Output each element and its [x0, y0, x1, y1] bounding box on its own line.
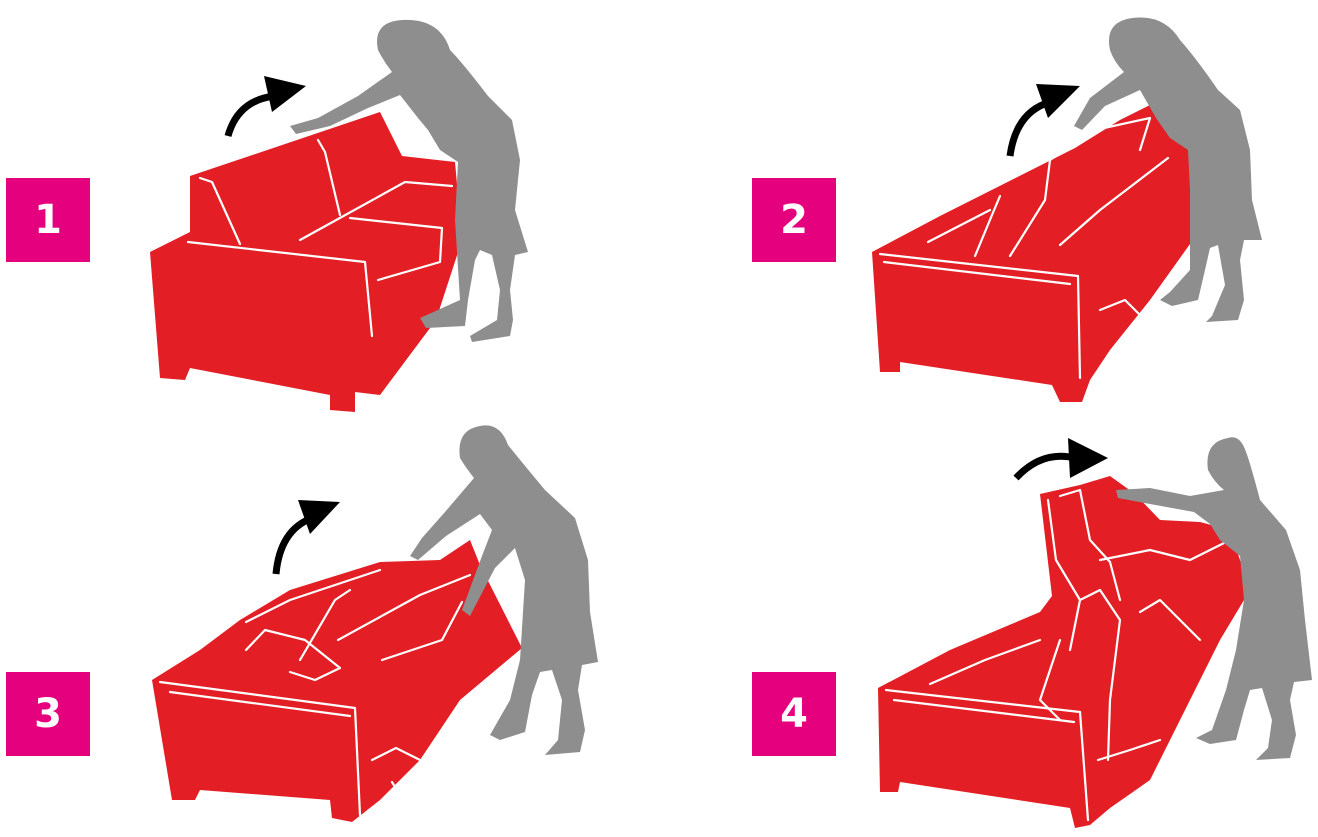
curved-arrow-icon: [224, 76, 306, 138]
step-2-illustration: [872, 17, 1262, 402]
step-1-badge: 1: [6, 178, 90, 262]
sofa-icon: [878, 476, 1250, 828]
curved-arrow-icon: [1013, 438, 1108, 481]
step-4-badge: 4: [752, 672, 836, 756]
step-2-badge: 2: [752, 178, 836, 262]
sofa-icon: [152, 540, 522, 822]
person-silhouette-icon: [1116, 437, 1312, 760]
step-4-number: 4: [780, 691, 808, 737]
step-3-number: 3: [34, 691, 62, 737]
curved-arrow-icon: [272, 500, 340, 575]
person-silhouette-icon: [410, 425, 598, 755]
step-2-number: 2: [780, 197, 808, 243]
step-3-illustration: [152, 425, 598, 822]
step-3-badge: 3: [6, 672, 90, 756]
sofa-icon: [150, 112, 462, 412]
person-silhouette-icon: [1074, 17, 1262, 322]
step-1-illustration: [150, 19, 528, 412]
sofa-icon: [872, 100, 1200, 402]
step-1-number: 1: [34, 197, 62, 243]
curved-arrow-icon: [1006, 84, 1080, 157]
person-silhouette-icon: [290, 19, 528, 342]
